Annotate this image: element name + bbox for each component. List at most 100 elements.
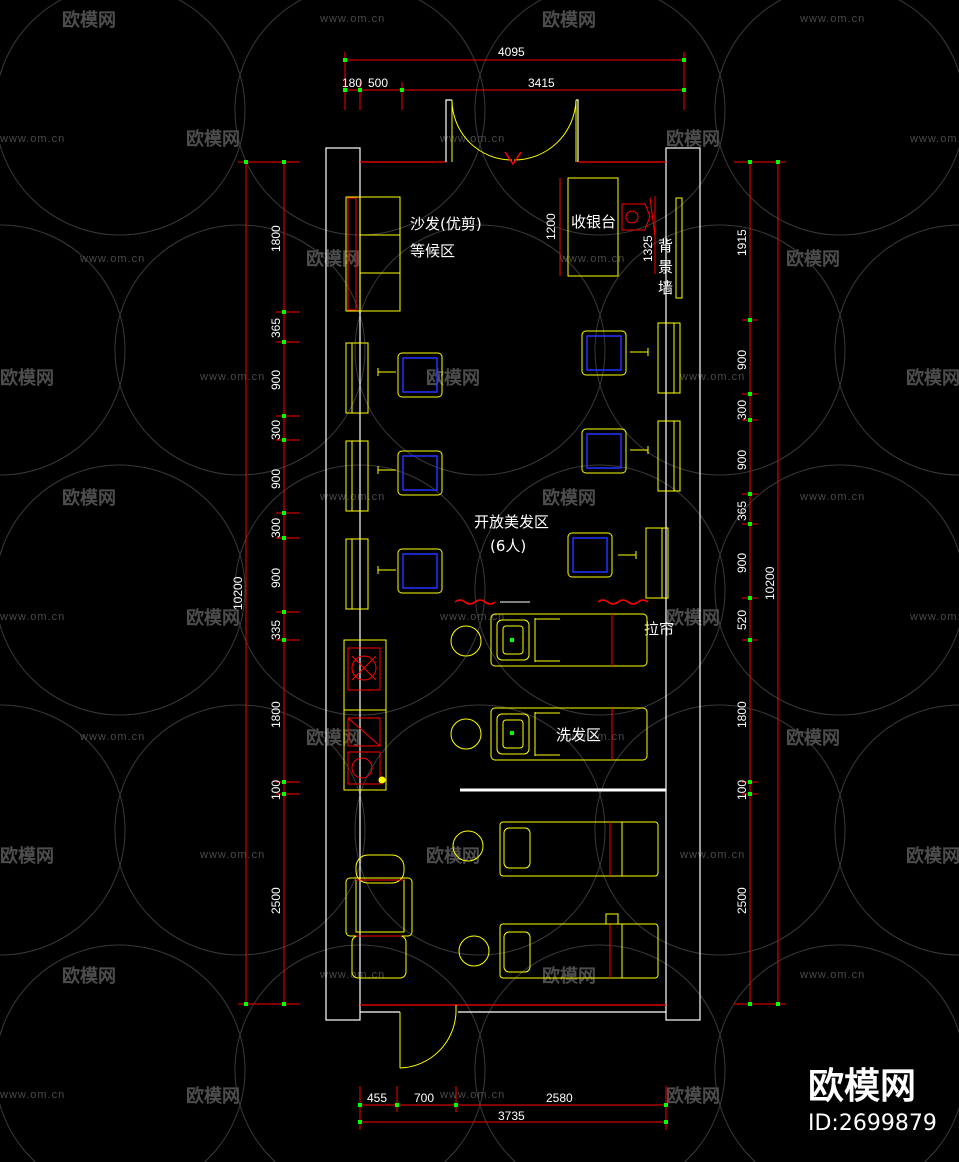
dim-right-4: 900 [735, 450, 749, 470]
dim-right-1: 1915 [735, 229, 749, 256]
watermark-url: www.om.cn [799, 969, 865, 981]
dim-top-total: 4095 [498, 45, 525, 59]
entry-door [451, 99, 577, 162]
dim-right-6: 900 [735, 553, 749, 573]
watermark-url: www.om.cn [909, 611, 959, 623]
label-sofa: 沙发(优剪) [410, 215, 482, 233]
dim-left-11: 2500 [269, 887, 283, 914]
dim-right-9: 100 [735, 780, 749, 800]
label-cashier: 收银台 [571, 213, 616, 231]
watermark-logo: 欧模网 [906, 367, 959, 389]
dim-left-1: 1800 [269, 225, 283, 252]
massage-bed-2 [458, 913, 659, 979]
watermarks: 欧模网 www.om.cn 欧模网 www.om.cn www.om.cn 欧模… [0, 9, 959, 1107]
dim-top-c: 3415 [528, 76, 555, 90]
right-dimensions [734, 161, 786, 1005]
watermark-url: www.om.cn [799, 491, 865, 503]
watermark-logo: 欧模网 [666, 607, 720, 629]
door-threshold [504, 151, 522, 166]
watermark-url: www.om.cn [199, 371, 265, 383]
station-left-3 [345, 538, 443, 610]
station-right-1 [581, 322, 681, 394]
dim-left-5: 900 [269, 469, 283, 489]
dim-right-7: 520 [735, 610, 749, 630]
dim-left-2: 365 [269, 318, 283, 338]
sofa [345, 196, 401, 312]
watermark-url: www.om.cn [79, 253, 145, 265]
left-dim-ticks [244, 160, 286, 1006]
watermark-url: www.om.cn [0, 611, 65, 623]
dim-left-8: 335 [269, 620, 283, 640]
watermark-logo: 欧模网 [0, 367, 54, 389]
brand-logo: 欧模网 [808, 1066, 916, 1107]
dim-bottom-b: 700 [414, 1091, 434, 1105]
watermark-url: www.om.cn [799, 13, 865, 25]
watermark-url: www.om.cn [0, 133, 65, 145]
wash-bed-2 [450, 707, 648, 761]
watermark-logo: 欧模网 [426, 845, 480, 867]
wash-faucet-2 [510, 731, 514, 735]
watermark-logo: 欧模网 [542, 487, 596, 509]
watermark-url: www.om.cn [439, 133, 505, 145]
watermark-url: www.om.cn [79, 731, 145, 743]
dim-right-5: 365 [735, 501, 749, 521]
massage-bed-1 [452, 821, 659, 877]
watermark-logo: 欧模网 [906, 845, 959, 867]
watermark-url: www.om.cn [199, 849, 265, 861]
watermark-url: www.om.cn [0, 1089, 65, 1101]
station-left-2 [345, 440, 443, 512]
watermark-url: www.om.cn [319, 13, 385, 25]
watermark-logo: 欧模网 [786, 248, 840, 270]
dim-right-total: 10200 [763, 566, 777, 600]
dim-right-8: 1800 [735, 701, 749, 728]
top-dimensions: 4095 180 500 3415 [342, 45, 686, 110]
label-bg-wall-3: 墙 [658, 279, 673, 297]
label-waiting: 等候区 [410, 242, 455, 260]
watermark-logo: 欧模网 [0, 845, 54, 867]
dim-bottom-a: 455 [367, 1091, 387, 1105]
wash-faucet-1 [510, 638, 514, 642]
watermark-url: www.om.cn [679, 371, 745, 383]
dim-left-9: 1800 [269, 701, 283, 728]
label-curtain: 拉帘 [644, 620, 674, 638]
watermark-url: www.om.cn [559, 253, 625, 265]
watermark-logo: 欧模网 [186, 128, 240, 150]
watermark-logo: 欧模网 [786, 727, 840, 749]
station-right-3 [567, 527, 669, 599]
dim-left-total: 10200 [231, 576, 245, 610]
dim-top-b: 500 [368, 76, 388, 90]
watermark-logo: 欧模网 [186, 607, 240, 629]
background-wall [675, 197, 683, 299]
dim-left-7: 900 [269, 568, 283, 588]
brand-id: ID:2699879 [808, 1111, 937, 1136]
watermark-logo: 欧模网 [62, 487, 116, 509]
watermark-logo: 欧模网 [186, 1085, 240, 1107]
dim-right-10: 2500 [735, 887, 749, 914]
watermark-url: www.om.cn [909, 133, 959, 145]
wash-basin-cabinet [343, 639, 387, 791]
dim-left-10: 100 [269, 780, 283, 800]
watermark-logo: 欧模网 [306, 248, 360, 270]
watermark-url: www.om.cn [439, 1089, 505, 1101]
label-wash-area: 洗发区 [556, 726, 601, 744]
left-dimensions [238, 161, 300, 1005]
watermark-url: www.om.cn [679, 849, 745, 861]
watermark-logo: 欧模网 [62, 965, 116, 987]
watermark-logo: 欧模网 [542, 9, 596, 31]
wash-bed-1 [450, 613, 648, 667]
dim-bottom-c: 2580 [546, 1091, 573, 1105]
watermark-logo: 欧模网 [62, 9, 116, 31]
walls [325, 99, 701, 1021]
watermark-url: www.om.cn [439, 611, 505, 623]
label-bg-wall-2: 景 [658, 258, 673, 276]
station-right-2 [581, 420, 681, 492]
recliner-chair [345, 854, 413, 979]
label-open-count: (6人) [490, 537, 526, 555]
dim-bottom-total: 3735 [498, 1109, 525, 1123]
dim-top-a: 180 [342, 76, 362, 90]
dim-left-6: 300 [269, 518, 283, 538]
station-left-1 [345, 342, 443, 414]
curtain [454, 599, 649, 605]
dim-right-2: 900 [735, 350, 749, 370]
